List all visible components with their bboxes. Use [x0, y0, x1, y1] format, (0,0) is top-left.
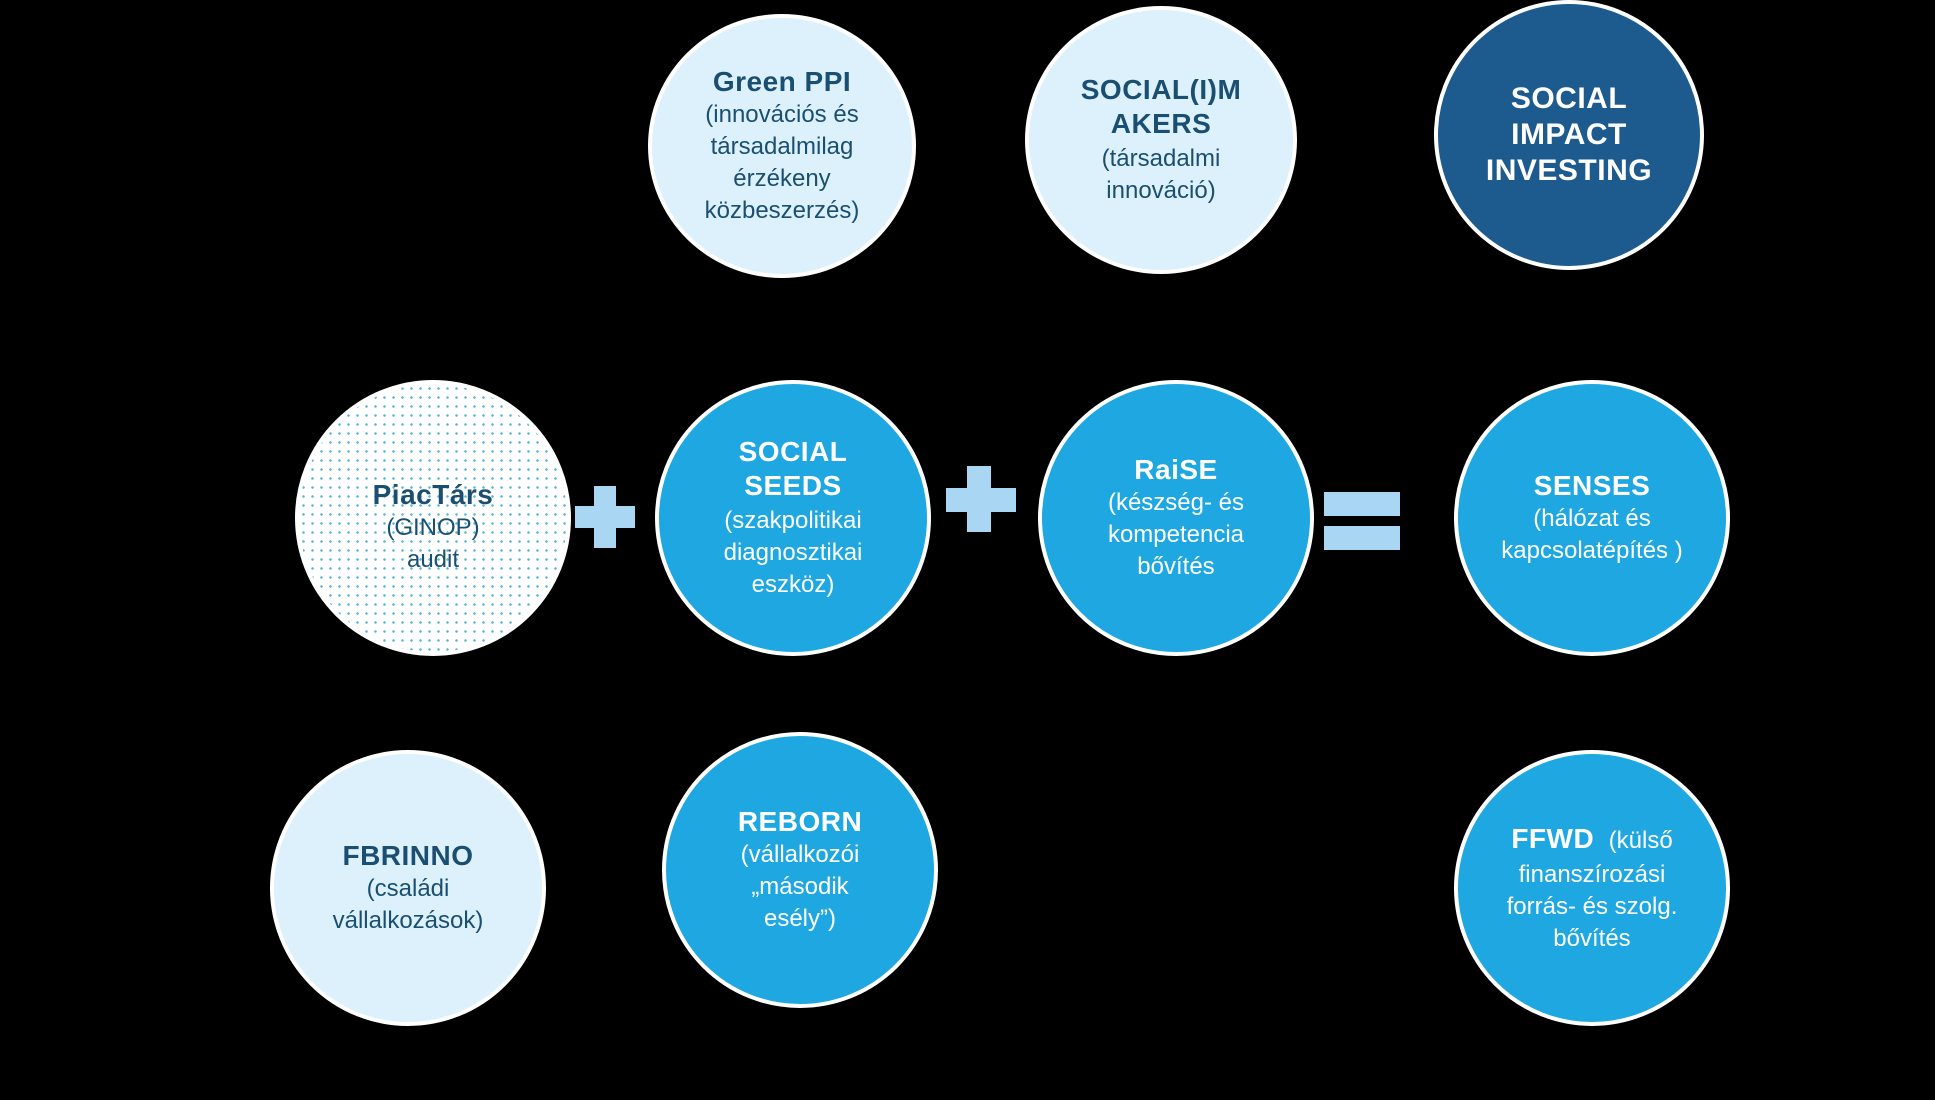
circle-green-ppi: Green PPI (innovációs és társadalmilag é… [648, 14, 916, 278]
plus-operator-1-label: + [0, 0, 1, 1]
circle-piactars: PiacTárs (GINOP) audit [295, 380, 571, 656]
reborn-desc: (vállalkozói „második esély”) [740, 841, 860, 932]
equals-operator-bottom-bar [1324, 526, 1400, 550]
equals-operator-label: = [0, 0, 1, 1]
raise-title: RaiSE [1134, 454, 1218, 485]
social-impact-line1: SOCIAL [1510, 82, 1628, 115]
piactars-desc: (GINOP) audit [386, 514, 480, 573]
senses-title: SENSES [1533, 470, 1651, 501]
social-seeds-title-line2: SEEDS [744, 470, 842, 501]
social-impact-line3: INVESTING [1485, 154, 1653, 187]
ffwd-first-line: FFWD (külső [1511, 822, 1672, 857]
equals-operator-top-bar [1324, 492, 1400, 516]
social-seeds-title-line1: SOCIAL [738, 436, 848, 467]
circle-reborn: REBORN (vállalkozói „második esély”) [662, 732, 938, 1008]
social-imakers-desc: (társadalmi innováció) [1101, 145, 1221, 204]
piactars-title: PiacTárs [372, 479, 494, 510]
circle-raise: RaiSE (készség- és kompetencia bővítés [1038, 380, 1314, 656]
plus-operator-1-horizontal [575, 506, 635, 528]
circle-social-imakers: SOCIAL(I)M AKERS (társadalmi innováció) [1025, 6, 1297, 274]
social-imakers-title-line2: AKERS [1110, 108, 1212, 139]
circle-senses: SENSES (hálózat és kapcsolatépítés ) [1454, 380, 1730, 656]
ffwd-desc: finanszírozási forrás- és szolg. bővítés [1506, 860, 1678, 952]
senses-desc: (hálózat és kapcsolatépítés ) [1501, 505, 1683, 564]
ffwd-title: FFWD [1511, 822, 1595, 854]
social-impact-line2: IMPACT [1511, 118, 1627, 151]
social-seeds-desc: (szakpolitikai diagnosztikai eszköz) [723, 507, 863, 598]
social-imakers-title-line1: SOCIAL(I)M [1080, 74, 1242, 105]
circle-fbrinno: FBRINNO (családi vállalkozások) [270, 750, 546, 1026]
fbrinno-title: FBRINNO [342, 840, 474, 871]
green-ppi-desc: (innovációs és társadalmilag érzékeny kö… [704, 101, 860, 224]
fbrinno-desc: (családi vállalkozások) [332, 875, 484, 934]
raise-desc: (készség- és kompetencia bővítés [1107, 489, 1245, 580]
green-ppi-title: Green PPI [712, 66, 852, 97]
circle-social-seeds: SOCIAL SEEDS (szakpolitikai diagnosztika… [655, 380, 931, 656]
reborn-title: REBORN [737, 806, 863, 837]
circle-ffwd: FFWD (külső finanszírozási forrás- és sz… [1454, 750, 1730, 1026]
ffwd-desc-inline: (külső [1608, 826, 1673, 854]
plus-operator-2-label: + [0, 0, 1, 1]
circle-social-impact-investing: SOCIAL IMPACT INVESTING [1434, 0, 1704, 270]
plus-operator-2-horizontal [946, 488, 1016, 512]
